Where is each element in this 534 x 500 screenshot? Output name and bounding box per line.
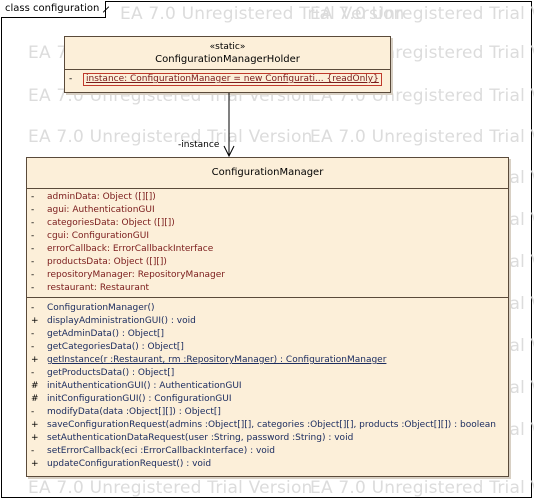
manager-attribute-row[interactable]: - adminData: Object ([][]) bbox=[31, 191, 504, 204]
attribute-text: adminData: Object ([][]) bbox=[47, 192, 156, 202]
diagram-frame-title: class configuration bbox=[1, 1, 107, 18]
visibility-marker: - bbox=[31, 283, 35, 293]
operation-text: getAdminData() : Object[] bbox=[47, 329, 165, 339]
attribute-text: agui: AuthenticationGUI bbox=[47, 205, 155, 215]
operation-text: getCategoriesData() : Object[] bbox=[47, 342, 184, 352]
manager-operation-row[interactable]: + setAuthenticationDataRequest(user :Stri… bbox=[31, 432, 504, 445]
visibility-marker: + bbox=[31, 316, 39, 326]
visibility-marker: - bbox=[31, 329, 35, 339]
attribute-text: restaurant: Restaurant bbox=[47, 283, 150, 293]
manager-attribute-row[interactable]: - productsData: Object ([][]) bbox=[31, 256, 504, 269]
manager-class-name: ConfigurationManager bbox=[211, 167, 324, 178]
visibility-marker: - bbox=[31, 244, 35, 254]
attribute-text: productsData: Object ([][]) bbox=[47, 257, 167, 267]
manager-operation-row[interactable]: - getCategoriesData() : Object[] bbox=[31, 341, 504, 354]
manager-operations-compartment: - ConfigurationManager() + displayAdminist… bbox=[27, 297, 508, 473]
visibility-marker: # bbox=[31, 381, 39, 391]
manager-attribute-row[interactable]: - repositoryManager: RepositoryManager bbox=[31, 269, 504, 282]
visibility-marker: - bbox=[69, 74, 73, 84]
visibility-marker: - bbox=[31, 231, 35, 241]
attribute-text: repositoryManager: RepositoryManager bbox=[47, 270, 226, 280]
visibility-marker: - bbox=[31, 368, 35, 378]
visibility-marker: - bbox=[31, 257, 35, 267]
association-role-label: -instance bbox=[178, 140, 220, 150]
attribute-text: cgui: ConfigurationGUI bbox=[47, 231, 150, 241]
manager-operation-row[interactable]: # initConfigurationGUI() : ConfigurationG… bbox=[31, 393, 504, 406]
manager-class-header: ConfigurationManager bbox=[27, 158, 508, 188]
visibility-marker: + bbox=[31, 459, 39, 469]
visibility-marker: - bbox=[31, 218, 35, 228]
visibility-marker: + bbox=[31, 420, 39, 430]
manager-operation-row[interactable]: - getProductsData() : Object[] bbox=[31, 367, 504, 380]
configuration-manager-class[interactable]: ConfigurationManager - adminData: Object … bbox=[26, 157, 509, 477]
operation-text: setAuthenticationDataRequest(user :Strin… bbox=[47, 433, 354, 443]
manager-operation-row[interactable]: + getInstance(r :Restaurant, rm :Reposito… bbox=[31, 354, 504, 367]
visibility-marker: + bbox=[31, 433, 39, 443]
visibility-marker: - bbox=[31, 192, 35, 202]
operation-text: getProductsData() : Object[] bbox=[47, 368, 175, 378]
operation-text: displayAdministrationGUI() : void bbox=[47, 316, 196, 326]
visibility-marker: - bbox=[31, 205, 35, 215]
visibility-marker: - bbox=[31, 303, 35, 313]
manager-attribute-row[interactable]: - agui: AuthenticationGUI bbox=[31, 204, 504, 217]
operation-text: modifyData(data :Object[][]) : Object[] bbox=[47, 407, 221, 417]
operation-text: updateConfigurationRequest() : void bbox=[47, 459, 212, 469]
manager-attribute-row[interactable]: - categoriesData: Object ([][]) bbox=[31, 217, 504, 230]
manager-operation-row[interactable]: # initAuthenticationGUI() : Authenticatio… bbox=[31, 380, 504, 393]
attribute-text: errorCallback: ErrorCallbackInterface bbox=[47, 244, 214, 254]
manager-operation-row[interactable]: + updateConfigurationRequest() : void bbox=[31, 458, 504, 471]
operation-text: initAuthenticationGUI() : Authentication… bbox=[47, 381, 242, 391]
visibility-marker: - bbox=[31, 446, 35, 456]
manager-operation-row[interactable]: + saveConfigurationRequest(admins :Object… bbox=[31, 419, 504, 432]
operation-text: ConfigurationManager() bbox=[47, 303, 155, 313]
holder-class-stereotype: «static» bbox=[209, 42, 246, 52]
holder-attributes-compartment: - instance: ConfigurationManager = new C… bbox=[65, 69, 390, 88]
manager-attribute-row[interactable]: - restaurant: Restaurant bbox=[31, 282, 504, 295]
holder-class-name: ConfigurationManagerHolder bbox=[155, 54, 300, 65]
visibility-marker: - bbox=[31, 270, 35, 280]
holder-class-header: «static» ConfigurationManagerHolder bbox=[65, 37, 390, 69]
visibility-marker: + bbox=[31, 355, 39, 365]
manager-attribute-row[interactable]: - cgui: ConfigurationGUI bbox=[31, 230, 504, 243]
manager-operation-row[interactable]: + displayAdministrationGUI() : void bbox=[31, 315, 504, 328]
holder-attribute-row[interactable]: - instance: ConfigurationManager = new C… bbox=[69, 73, 386, 86]
manager-operation-row[interactable]: - setErrorCallback(eci :ErrorCallbackInte… bbox=[31, 445, 504, 458]
operation-text: setErrorCallback(eci :ErrorCallbackInter… bbox=[47, 446, 276, 456]
operation-text: saveConfigurationRequest(admins :Object[… bbox=[47, 420, 496, 430]
visibility-marker: - bbox=[31, 342, 35, 352]
manager-attributes-compartment: - adminData: Object ([][]) - agui: Authent… bbox=[27, 188, 508, 297]
visibility-marker: - bbox=[31, 407, 35, 417]
manager-operation-row[interactable]: - modifyData(data :Object[][]) : Object[] bbox=[31, 406, 504, 419]
operation-text: initConfigurationGUI() : ConfigurationGU… bbox=[47, 394, 232, 404]
configuration-manager-holder-class[interactable]: «static» ConfigurationManagerHolder - in… bbox=[64, 36, 391, 93]
holder-attribute-text: instance: ConfigurationManager = new Con… bbox=[83, 73, 382, 86]
manager-operation-row[interactable]: - ConfigurationManager() bbox=[31, 302, 504, 315]
manager-operation-row[interactable]: - getAdminData() : Object[] bbox=[31, 328, 504, 341]
attribute-text: categoriesData: Object ([][]) bbox=[47, 218, 175, 228]
operation-text-static: getInstance(r :Restaurant, rm :Repositor… bbox=[47, 355, 387, 365]
manager-attribute-row[interactable]: - errorCallback: ErrorCallbackInterface bbox=[31, 243, 504, 256]
visibility-marker: # bbox=[31, 394, 39, 404]
